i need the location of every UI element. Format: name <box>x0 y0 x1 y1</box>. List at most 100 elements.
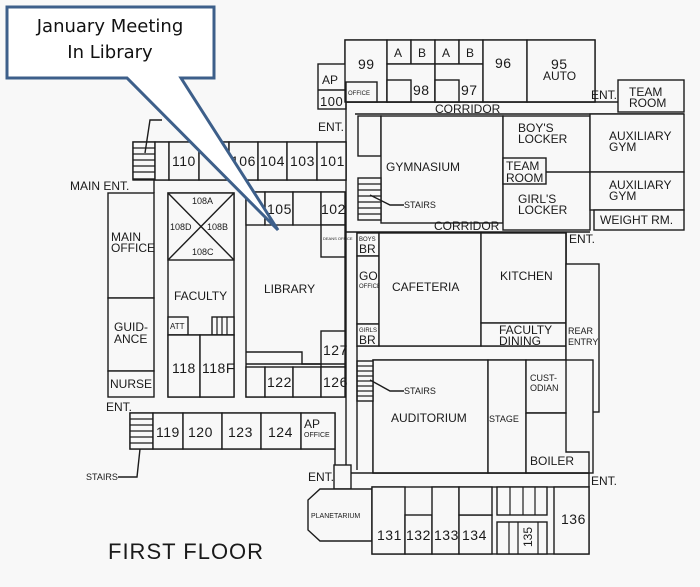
room-104[interactable] <box>257 141 288 181</box>
room-team-room-mid[interactable] <box>502 157 547 185</box>
room-auxiliary-gym-1[interactable] <box>589 113 685 173</box>
room-label-br: BR <box>359 242 376 256</box>
corridor-label-top: CORRIDOR <box>435 102 501 116</box>
room-storage <box>292 366 322 398</box>
room-96[interactable] <box>482 39 528 103</box>
entrance-label: ENT. <box>591 474 617 488</box>
room-95-auto[interactable] <box>526 39 596 103</box>
room-label-a2: A <box>442 46 450 60</box>
room-go-office[interactable] <box>356 255 380 325</box>
room-119[interactable] <box>152 412 184 450</box>
room-label-110: 110 <box>172 153 196 169</box>
room-ap-100[interactable] <box>317 63 347 110</box>
room-label-102: 102 <box>321 201 346 217</box>
room-label-133: 133 <box>434 527 459 543</box>
room-label-boys: BOY'S <box>518 121 554 135</box>
room-label-118: 118 <box>172 360 196 376</box>
room-label-office: OFFICE <box>111 241 155 255</box>
room-team-room-top[interactable] <box>617 79 685 113</box>
room-label-boiler: BOILER <box>530 454 574 468</box>
room-97-closet <box>434 79 460 103</box>
room-b2[interactable] <box>458 39 484 65</box>
room-label-ap: AP <box>304 417 320 431</box>
stairs-gym-icon <box>357 177 404 221</box>
room-131[interactable] <box>371 486 406 555</box>
room-label-br: BR <box>359 333 376 347</box>
room-nurse[interactable] <box>107 370 155 398</box>
room-104b <box>292 191 322 226</box>
room-label-131: 131 <box>377 527 402 543</box>
room-main-office[interactable] <box>107 192 155 299</box>
room-gym-closet <box>357 115 382 157</box>
room-b1[interactable] <box>410 39 436 65</box>
room-label-team: TEAM <box>506 159 539 173</box>
room-label-go: GO <box>359 269 378 283</box>
entrance-vestibule <box>333 464 352 490</box>
room-label-library[interactable]: LIBRARY <box>264 282 315 296</box>
corridor-label-mid: CORRIDOR <box>434 219 500 233</box>
room-a2[interactable] <box>434 39 460 65</box>
room-label-b2: B <box>466 46 474 60</box>
room-label-girls: GIRLS <box>359 328 377 334</box>
room-label-108a: 108A <box>192 196 213 206</box>
room-label-locker: LOCKER <box>518 132 568 146</box>
room-deans-office[interactable] <box>320 224 346 258</box>
room-126[interactable] <box>320 366 346 398</box>
room-auditorium[interactable] <box>372 359 489 474</box>
room-135[interactable] <box>496 486 548 555</box>
room-a1[interactable] <box>386 39 412 65</box>
room-label-gym: GYM <box>609 140 636 154</box>
room-label-kitchen: KITCHEN <box>500 269 553 283</box>
room-120[interactable] <box>182 412 223 450</box>
room-134[interactable] <box>458 514 493 555</box>
room-136[interactable] <box>553 486 590 555</box>
stairs-bottom-icon <box>118 412 154 478</box>
room-label-108b: 108B <box>207 222 228 232</box>
room-label-118f: 118F <box>202 360 235 376</box>
room-label-99: 99 <box>358 56 375 72</box>
room-weight-room[interactable] <box>593 209 685 231</box>
room-127[interactable] <box>320 330 346 368</box>
room-storage <box>458 486 493 516</box>
room-closet <box>245 366 266 398</box>
room-132[interactable] <box>404 514 433 555</box>
room-label-97: 97 <box>461 82 478 98</box>
room-label-ap: AP <box>322 73 338 87</box>
room-auxiliary-gym-2[interactable] <box>589 171 685 211</box>
room-label-108d: 108D <box>170 222 192 232</box>
callout-shape <box>5 5 280 232</box>
top-wing: AP 100 ENT. 99 OFFICE A B A B 98 97 96 9… <box>317 39 685 134</box>
room-ap-office[interactable] <box>300 412 336 450</box>
room-label-auditorium: AUDITORIUM <box>391 411 467 425</box>
room-label-136: 136 <box>561 511 586 527</box>
room-label-auxiliary: AUXILIARY <box>609 129 671 143</box>
room-label-127: 127 <box>323 342 348 358</box>
room-123[interactable] <box>221 412 262 450</box>
room-label-rear: REAR <box>568 326 594 336</box>
room-cafeteria[interactable] <box>378 232 482 347</box>
room-label-main: MAIN <box>111 230 141 244</box>
stairs-label: STAIRS <box>86 472 118 482</box>
room-label-deans-office: DEANS OFFICE <box>323 236 353 241</box>
room-label-gymnasium: GYMNASIUM <box>386 160 460 174</box>
room-label-planetarium: PLANETARIUM <box>311 513 360 520</box>
room-label-girls: GIRL'S <box>518 192 556 206</box>
room-118[interactable] <box>167 334 201 398</box>
room-label-120: 120 <box>188 424 213 440</box>
room-label-124: 124 <box>268 424 293 440</box>
gym-wing: GYMNASIUM STAIRS BOY'S LOCKER TEAM ROOM … <box>357 113 685 231</box>
room-label-b1: B <box>418 46 426 60</box>
room-label-126: 126 <box>323 374 348 390</box>
bottom-wing: ENT. PLANETARIUM 131 132 133 134 135 136 <box>307 464 590 555</box>
room-101[interactable] <box>316 141 347 181</box>
room-label-entry: ENTRY <box>568 337 598 347</box>
room-guidance[interactable] <box>107 297 155 372</box>
room-label-cafeteria: CAFETERIA <box>392 280 459 294</box>
room-label-weight-rm: WEIGHT RM. <box>600 213 673 227</box>
room-118f[interactable] <box>199 334 235 398</box>
room-102[interactable] <box>320 191 346 226</box>
room-label-95: 95 <box>551 56 568 72</box>
room-133[interactable] <box>431 486 460 555</box>
room-98-closet <box>386 79 412 103</box>
